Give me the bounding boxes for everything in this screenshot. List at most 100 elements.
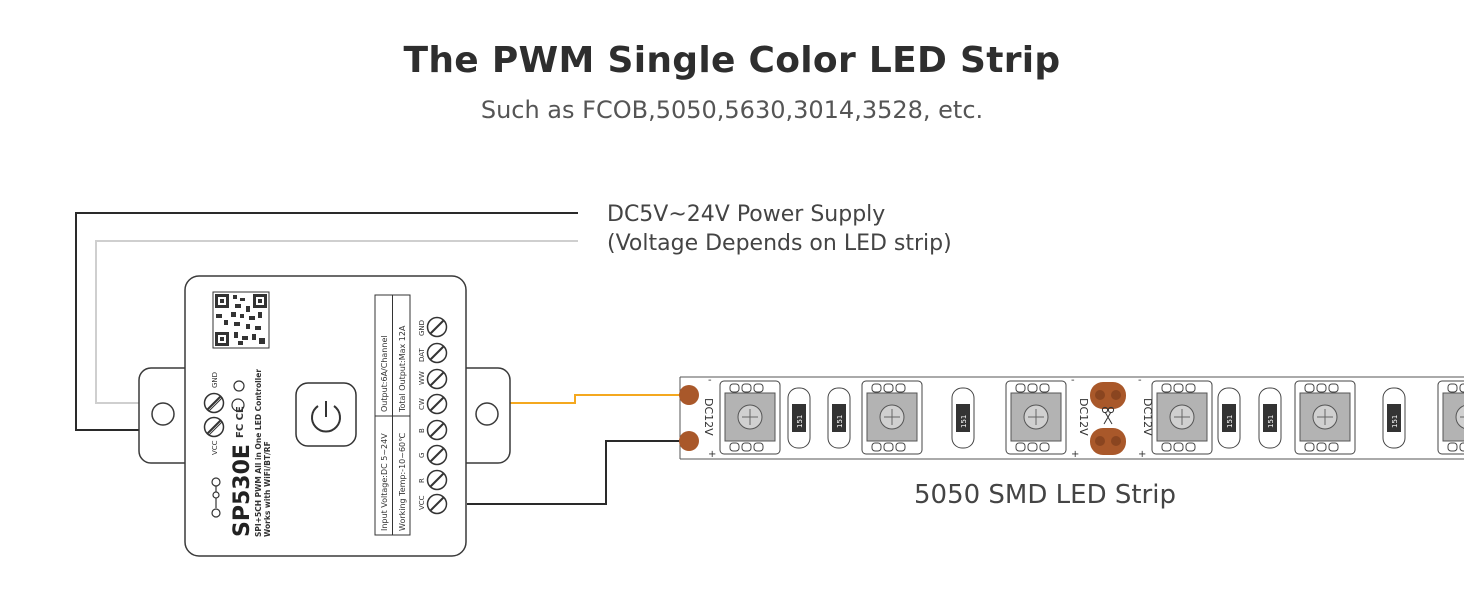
terminal-label-r: R (418, 478, 426, 483)
resistor-label: 151 (1226, 415, 1234, 428)
terminal-label-b: B (418, 428, 426, 433)
resistor-label: 151 (836, 415, 844, 428)
strip-minus-label: - (1138, 375, 1142, 386)
spec-output-channel: Output:6A/Channel (380, 335, 389, 412)
resistor-body (832, 404, 846, 432)
cert-marks: FC CE (235, 406, 246, 438)
led-pin (1459, 442, 1464, 452)
terminal-screw-ww (426, 368, 448, 390)
cut-pad-dot (1095, 390, 1105, 400)
led-pin (741, 442, 752, 452)
strip-components: - + DC12V 151 151 151 DC12V DC12V - + - +151 151 151 (679, 375, 1464, 460)
led-pin (1173, 383, 1184, 393)
strip-label: 5050 SMD LED Strip (914, 480, 1176, 510)
output-terminals: GND DAT WW CW B G R VCC (418, 316, 448, 515)
led-pin (1447, 442, 1458, 452)
led-pin (1316, 442, 1327, 452)
led-pin (895, 442, 906, 452)
output-wire-orange (467, 394, 682, 404)
strip-plus-label: + (1071, 449, 1079, 460)
resistor-body (1263, 404, 1277, 432)
led-pin (1161, 442, 1172, 452)
led-pin (1015, 383, 1026, 393)
led-pin (1015, 442, 1026, 452)
strip-pad-plus-start (679, 385, 699, 405)
power-supply-line1: DC5V~24V Power Supply (607, 202, 886, 227)
led-pin (729, 383, 740, 393)
mount-hole-left (151, 402, 175, 426)
led-pin (1027, 383, 1038, 393)
resistor-label: 151 (1391, 415, 1399, 428)
resistor-label: 151 (1267, 415, 1275, 428)
resistor-body (1222, 404, 1236, 432)
led-pin (1039, 442, 1050, 452)
terminal-label-g: G (418, 453, 426, 458)
led-pin (1459, 383, 1464, 393)
terminal-label-vcc: VCC (418, 495, 426, 510)
input-terminal-vcc (203, 416, 225, 438)
terminal-label-cw: CW (418, 398, 426, 410)
led-pin (1185, 442, 1196, 452)
resistor-body (792, 404, 806, 432)
spec-input-voltage: Input Voltage:DC 5~24V (380, 433, 389, 531)
spec-table: Input Voltage:DC 5~24V Output:6A/Channel… (374, 294, 411, 536)
spec-total-output: Total Output:Max 12A (398, 325, 407, 413)
spec-working-temp: Working Temp:-10~60℃ (398, 433, 407, 531)
scissors-icon (1104, 411, 1113, 425)
strip-minus-label: - (708, 375, 712, 386)
terminal-label-ww: WW (418, 371, 426, 385)
cut-pad-bottom (1090, 428, 1126, 455)
controller-desc2: Works with WiFi/BT/RF (263, 441, 272, 537)
power-supply-line2: (Voltage Depends on LED strip) (607, 231, 952, 256)
led-pin (1328, 442, 1339, 452)
resistor-label: 151 (960, 415, 968, 428)
terminal-screw-vcc (426, 493, 448, 515)
page-subtitle: Such as FCOB,5050,5630,3014,3528, etc. (480, 96, 984, 124)
led-pin (895, 383, 906, 393)
led-pin (1161, 383, 1172, 393)
output-wire-black (467, 440, 682, 505)
resistor-body (956, 404, 970, 432)
resistor-label: 151 (796, 415, 804, 428)
led-pin (1304, 442, 1315, 452)
strip-voltage-label: DC12V (1077, 398, 1090, 436)
cut-pad-top (1090, 382, 1126, 409)
resistor-body (1387, 404, 1401, 432)
led-body (1442, 392, 1464, 442)
input-gnd-label: GND (211, 372, 219, 388)
led-pin (883, 442, 894, 452)
terminal-screw-gnd (426, 316, 448, 338)
dc-jack-icon (211, 477, 221, 518)
terminal-screw-dat (426, 342, 448, 364)
controller-desc1: SPI+5CH PWM All in One LED Controller (254, 369, 263, 537)
strip-pad-minus-start (679, 431, 699, 451)
mount-hole-right (475, 402, 499, 426)
input-vcc-label: VCC (211, 440, 219, 455)
strip-plus-label: + (1138, 449, 1146, 460)
led-pin (1027, 442, 1038, 452)
cut-pad-dot (1111, 390, 1121, 400)
led-pin (883, 383, 894, 393)
strip-minus-label: - (1071, 375, 1075, 386)
led-pin (1304, 383, 1315, 393)
cert-icons: FC CE (231, 380, 246, 438)
terminal-screw-cw (426, 393, 448, 415)
strip-voltage-label: DC12V (702, 398, 715, 436)
power-supply-label: DC5V~24V Power Supply (Voltage Depends o… (607, 200, 952, 258)
power-button[interactable] (295, 382, 357, 447)
led-pin (1316, 383, 1327, 393)
led-pin (753, 442, 764, 452)
led-pin (729, 442, 740, 452)
terminal-screw-g (426, 444, 448, 466)
strip-voltage-label: DC12V (1141, 398, 1154, 436)
led-pin (1185, 383, 1196, 393)
power-wire-black (75, 212, 578, 431)
led-pin (1328, 383, 1339, 393)
terminal-screw-r (426, 469, 448, 491)
strip-plus-label: + (708, 449, 716, 460)
terminal-label-gnd: GND (418, 320, 426, 336)
led-pin (871, 383, 882, 393)
led-pin (741, 383, 752, 393)
led-pin (753, 383, 764, 393)
